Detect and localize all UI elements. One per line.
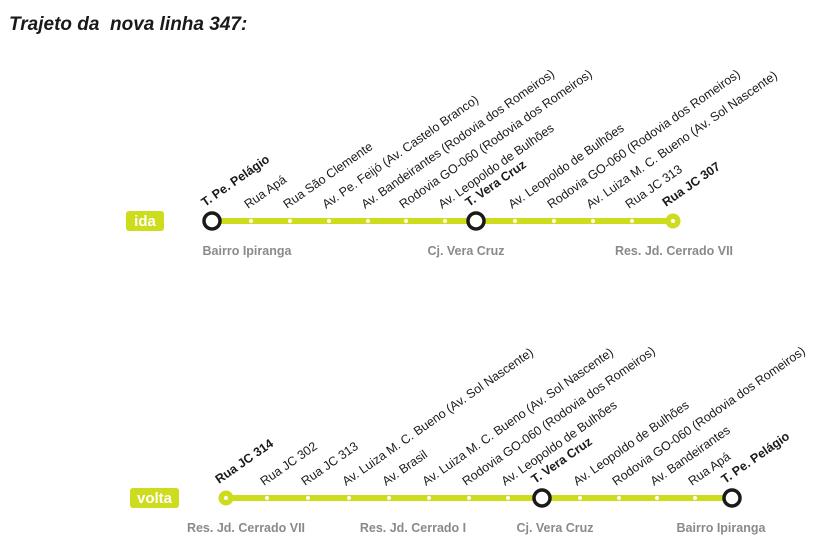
- stop-dot: [467, 496, 471, 500]
- district-label: Bairro Ipiranga: [677, 521, 767, 535]
- stop-dot: [404, 219, 408, 223]
- stop-dot: [443, 219, 447, 223]
- stop-dot: [552, 219, 556, 223]
- stop-dot: [265, 496, 269, 500]
- district-label: Cj. Vera Cruz: [516, 521, 593, 535]
- stop-dot: [513, 219, 517, 223]
- stop-dot: [617, 496, 621, 500]
- district-label: Res. Jd. Cerrado VII: [615, 244, 733, 258]
- stop-dot: [249, 219, 253, 223]
- district-label: Cj. Vera Cruz: [427, 244, 504, 258]
- terminal-marker: [202, 211, 222, 231]
- ida-badge-label: ida: [134, 213, 156, 230]
- ida-badge: [126, 211, 164, 231]
- stop-dot: [288, 219, 292, 223]
- district-label: Bairro Ipiranga: [203, 244, 293, 258]
- stop-dot: [591, 219, 595, 223]
- stop-dot: [427, 496, 431, 500]
- terminal-marker: [532, 488, 552, 508]
- stop-dot: [306, 496, 310, 500]
- terminal-marker: [722, 488, 742, 508]
- district-label: Res. Jd. Cerrado VII: [187, 521, 305, 535]
- stop-dot: [347, 496, 351, 500]
- stop-dot: [578, 496, 582, 500]
- stop-dot: [693, 496, 697, 500]
- endpoint-dot: [671, 219, 675, 223]
- stop-dot: [630, 219, 634, 223]
- terminal-marker: [466, 211, 486, 231]
- stop-dot: [387, 496, 391, 500]
- endpoint-dot: [224, 496, 228, 500]
- page-title: Trajeto da nova linha 347:: [9, 14, 248, 35]
- stop-dot: [655, 496, 659, 500]
- volta-badge-label: volta: [137, 490, 173, 507]
- volta-badge: [130, 488, 179, 508]
- stop-dot: [506, 496, 510, 500]
- district-label: Res. Jd. Cerrado I: [360, 521, 466, 535]
- stop-dot: [366, 219, 370, 223]
- stop-dot: [327, 219, 331, 223]
